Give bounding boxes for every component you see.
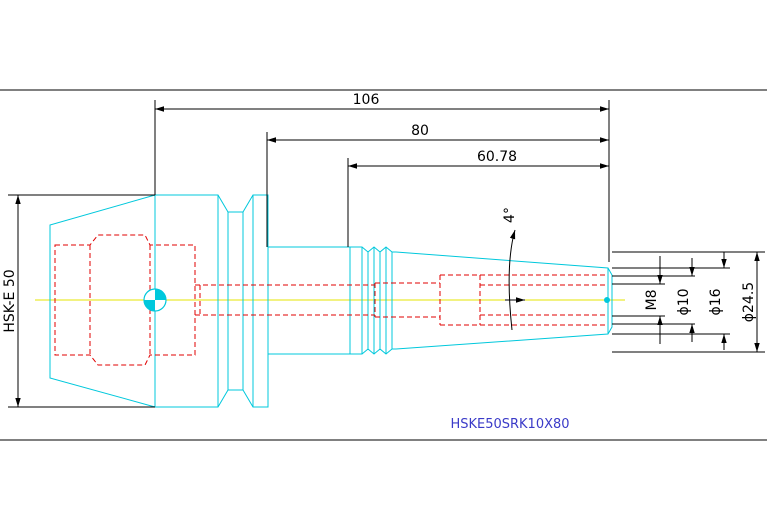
part-number: HSKE50SRK10X80 xyxy=(450,417,569,432)
shank-diameter-label: ϕ24.5 xyxy=(741,282,757,322)
tip-center-mark xyxy=(604,297,610,303)
bore-diameter-label: ϕ10 xyxy=(676,288,692,315)
interface-label: HSK-E 50 xyxy=(2,269,18,332)
taper-angle-label: 4° xyxy=(502,207,518,223)
tool-outline xyxy=(49,194,613,408)
taper-angle-dimension xyxy=(505,229,525,331)
interface-dimension xyxy=(8,194,155,408)
hidden-lines xyxy=(54,234,608,366)
shank-length-label: 80 xyxy=(411,123,429,139)
tip-diameter-label: ϕ16 xyxy=(708,288,724,315)
thread-label: M8 xyxy=(644,290,660,311)
taper-length-label: 60.78 xyxy=(477,149,517,165)
horizontal-dimensions xyxy=(154,100,610,262)
diameter-dimensions xyxy=(612,251,765,353)
datum-symbol xyxy=(143,288,167,312)
overall-length-label: 106 xyxy=(353,92,380,108)
